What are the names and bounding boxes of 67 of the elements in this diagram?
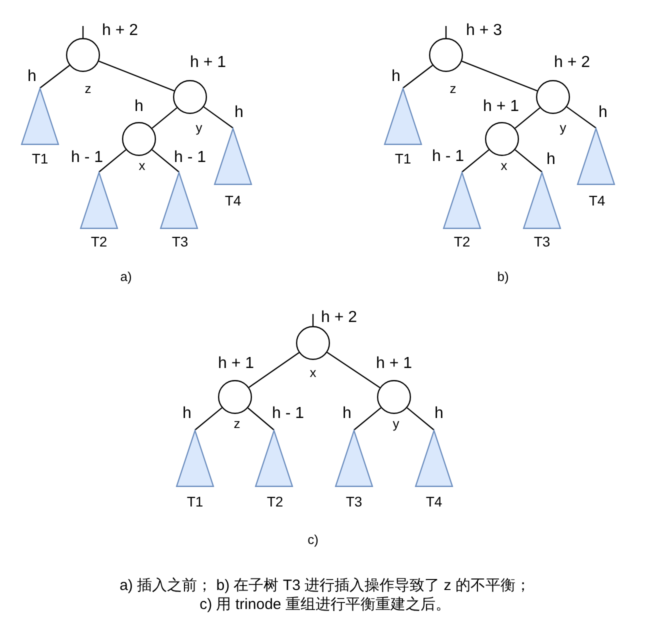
height-label: h: [434, 405, 444, 423]
stub-line: [82, 26, 84, 38]
tree-edge: [152, 107, 178, 129]
height-label: h + 1: [190, 54, 226, 72]
subtree-label: T2: [266, 494, 284, 510]
node-label: y: [196, 120, 202, 136]
tree-edge: [326, 352, 380, 388]
subtree-label: T3: [172, 234, 188, 250]
subtree-label: T4: [588, 193, 606, 209]
tree-edge: [566, 106, 596, 128]
node-label: y: [392, 416, 400, 432]
height-label: h: [546, 151, 556, 169]
node-label: x: [310, 366, 316, 380]
height-label: h: [598, 104, 608, 122]
height-label: h + 2: [102, 22, 138, 40]
subtree-label: T3: [346, 494, 362, 510]
height-label: h - 1: [174, 149, 206, 167]
height-label: h: [234, 104, 244, 122]
tree-edge: [152, 149, 180, 172]
height-label: h: [392, 68, 400, 86]
height-label: h: [28, 68, 36, 86]
tree-edge: [514, 107, 540, 129]
height-label: h - 1: [272, 405, 304, 423]
node-label: z: [234, 416, 240, 432]
subtree-label: T1: [394, 151, 412, 167]
height-label: h: [134, 98, 144, 116]
height-label: h + 2: [554, 54, 590, 72]
tree-edge: [203, 106, 234, 128]
subtree-label: T1: [32, 151, 48, 167]
tree-edge: [194, 407, 222, 430]
tree-edge: [98, 149, 126, 172]
subtree-label: T2: [454, 234, 470, 250]
node-label: z: [450, 82, 456, 96]
height-label: h + 1: [376, 355, 412, 373]
height-label: h - 1: [71, 149, 103, 167]
node-label: z: [84, 82, 92, 96]
tree-edge: [406, 407, 434, 430]
subtree-label: T4: [426, 494, 442, 510]
panel-label: a): [120, 270, 132, 284]
tree-edge: [462, 60, 538, 92]
subtree-label: T2: [90, 234, 108, 250]
tree-edge: [354, 407, 382, 430]
tree-edge: [402, 64, 433, 88]
height-label: h + 2: [320, 309, 358, 327]
tree-edge: [40, 64, 70, 88]
node-label: x: [138, 158, 146, 174]
subtree-label: T4: [224, 193, 242, 209]
caption: a) 插入之前； b) 在子树 T3 进行插入操作导致了 z 的不平衡； c) 用 trinode 重组进行平衡重建之后。: [118, 576, 532, 614]
height-label: h + 1: [482, 98, 520, 116]
subtree-label: T1: [186, 494, 204, 510]
subtree-label: T3: [534, 234, 550, 250]
tree-edge: [514, 149, 542, 172]
height-label: h + 3: [466, 22, 502, 40]
tree-edge: [98, 60, 174, 92]
stub-line: [445, 26, 447, 38]
height-label: h: [182, 405, 192, 423]
stub-line: [312, 314, 314, 326]
panel-label: c): [308, 532, 318, 548]
height-label: h: [342, 405, 352, 423]
node-label: y: [560, 120, 566, 136]
panel-label: b): [497, 270, 509, 284]
tree-edge: [462, 149, 490, 172]
tree-edge: [248, 352, 300, 388]
tree-edge: [248, 408, 274, 430]
height-label: h + 1: [218, 355, 254, 373]
node-label: x: [500, 158, 508, 174]
height-label: h - 1: [432, 148, 464, 166]
